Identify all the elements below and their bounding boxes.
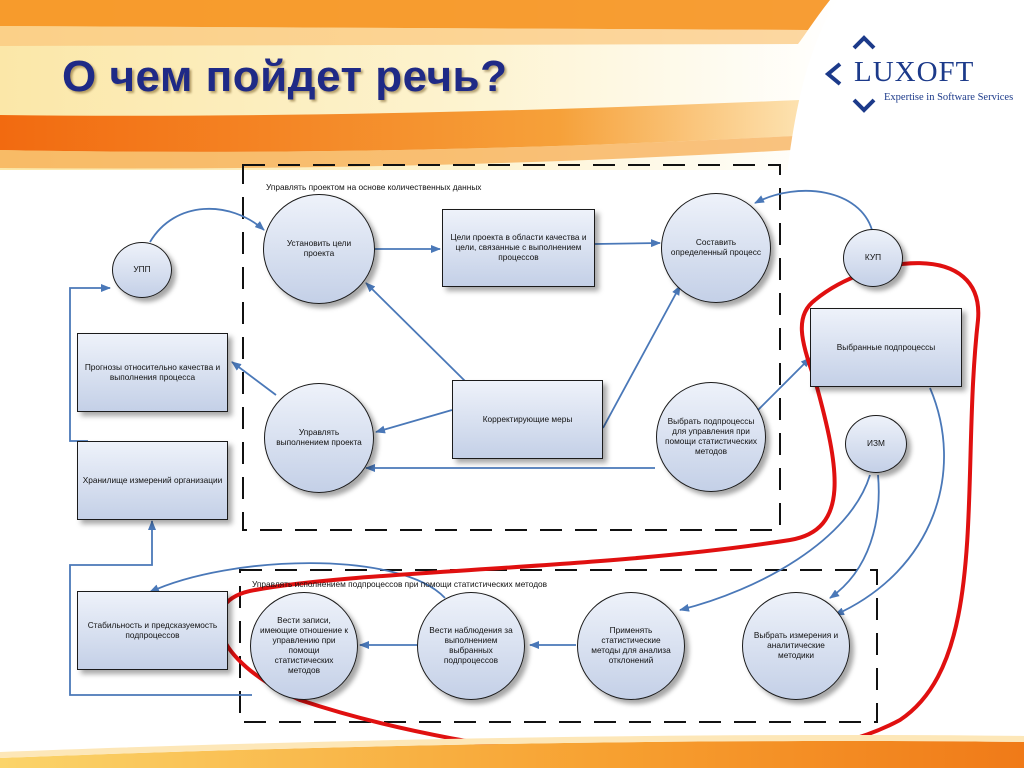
arrow-quality-to-compose bbox=[594, 239, 661, 248]
arrow-corrective-to-goals bbox=[365, 282, 466, 382]
node-select-subprocesses[interactable]: Выбрать подпроцессы для управления при п… bbox=[656, 382, 766, 492]
group-frame-bottom bbox=[239, 569, 878, 723]
logo-wordmark: LUXOFT bbox=[854, 56, 975, 88]
node-selected-subprocesses[interactable]: Выбранные подпроцессы bbox=[810, 308, 962, 387]
group-label-bottom: Управлять исполнением подпроцессов при п… bbox=[252, 579, 548, 589]
node-upp[interactable]: УПП bbox=[112, 242, 172, 298]
arrow-selected-to-measures bbox=[834, 387, 945, 616]
node-kup[interactable]: КУП bbox=[843, 229, 903, 287]
arrow-stability-to-repository bbox=[69, 520, 252, 696]
arrow-corrective-to-manage bbox=[375, 409, 453, 434]
node-select-measures[interactable]: Выбрать измерения и аналитические методи… bbox=[742, 592, 850, 700]
node-stability[interactable]: Стабильность и предсказуемость подпроцес… bbox=[77, 591, 228, 670]
node-monitor[interactable]: Вести наблюдения за выполнением выбранны… bbox=[417, 592, 525, 700]
luxoft-logo-icon bbox=[824, 35, 876, 113]
node-izm[interactable]: ИЗМ bbox=[845, 415, 907, 473]
node-manage-execution[interactable]: Управлять выполнением проекта bbox=[264, 383, 374, 493]
highlight-outline bbox=[217, 261, 981, 763]
arrow-izm-to-apply bbox=[679, 474, 871, 612]
node-org-repository[interactable]: Хранилище измерений организации bbox=[77, 441, 228, 520]
group-frame-top bbox=[242, 164, 781, 531]
node-compose-process[interactable]: Составить определенный процесс bbox=[661, 193, 771, 303]
node-keep-records[interactable]: Вести записи, имеющие отношение к управл… bbox=[250, 592, 358, 700]
luxoft-logo: LUXOFT Expertise in Software Services bbox=[818, 34, 1018, 114]
node-apply-methods[interactable]: Применять статистические методы для анал… bbox=[577, 592, 685, 700]
logo-tagline: Expertise in Software Services bbox=[884, 92, 1014, 103]
node-set-goals[interactable]: Установить цели проекта bbox=[263, 194, 375, 304]
footer-band bbox=[0, 734, 1024, 768]
arrow-select-to-selected bbox=[757, 357, 811, 411]
node-quality-goals[interactable]: Цели проекта в области качества и цели, … bbox=[442, 209, 595, 287]
arrow-upp-to-goals bbox=[149, 207, 265, 243]
node-corrective-actions[interactable]: Корректирующие меры bbox=[452, 380, 603, 459]
group-label-top: Управлять проектом на основе количествен… bbox=[266, 182, 482, 192]
arrow-manage-to-forecasts bbox=[231, 361, 277, 396]
slide-title: О чем пойдет речь? bbox=[62, 52, 508, 101]
arrow-izm-to-measures bbox=[829, 474, 880, 599]
arrow-kup-to-compose bbox=[754, 190, 873, 231]
arrow-monitor-to-stability bbox=[149, 562, 446, 599]
node-forecasts[interactable]: Прогнозы относительно качества и выполне… bbox=[77, 333, 228, 412]
header-band bbox=[0, 0, 1024, 175]
arrow-corrective-to-compose bbox=[602, 285, 681, 429]
